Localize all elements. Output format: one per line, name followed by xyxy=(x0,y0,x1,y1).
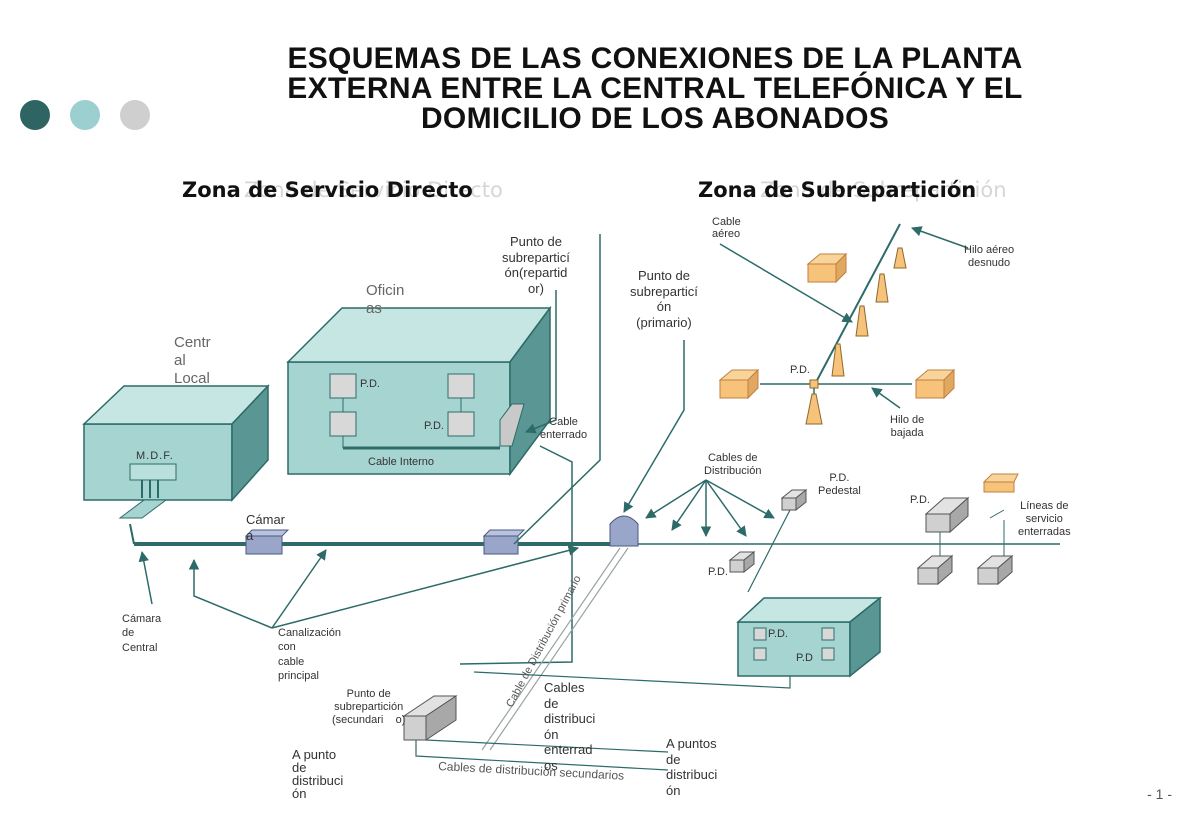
camara-central-label: Cámara de Central xyxy=(122,613,162,654)
title-line-2: EXTERNA ENTRE LA CENTRAL TELEFÓNICA Y EL xyxy=(287,72,1023,105)
section-direct-ghost: Zona de Servicio Directo xyxy=(244,178,503,202)
pd-label-office-2: P.D. xyxy=(424,420,444,432)
pd-right xyxy=(916,496,1014,586)
camara-1 xyxy=(244,529,290,555)
cable-aereo-label: Cable aéreo xyxy=(712,216,741,241)
edificio-box xyxy=(736,596,883,678)
cables-distribucion-label: Cables de Distribución xyxy=(704,452,762,478)
aerial-network xyxy=(719,223,969,425)
pd-label-right: P.D. xyxy=(910,494,930,506)
cable-interno-label: Cable Interno xyxy=(368,456,435,468)
a-punto-left-label: A punto de distribuci ón xyxy=(292,747,344,801)
page-number: - 1 - xyxy=(1147,786,1172,802)
central-local-label: Centr al Local xyxy=(174,334,211,387)
punto-secundario-label: Punto de subrepartición (secundari o) xyxy=(332,688,406,727)
cables-dist-enterrados-label: Cables de distribuci ón enterrad os xyxy=(544,680,596,773)
a-puntos-right-label: A puntos de distribuci ón xyxy=(666,736,718,798)
pd-label-building-1: P.D. xyxy=(768,628,788,640)
house-aerial-2 xyxy=(718,368,760,400)
camara-2 xyxy=(482,529,526,555)
punto-primario-cabinet xyxy=(609,515,639,547)
hilo-bajada-label: Hilo de bajada xyxy=(890,414,925,440)
lineas-servicio-label: Líneas de servicio enterradas xyxy=(1018,500,1071,539)
pd-label-pedestal-2: P.D. xyxy=(708,566,728,578)
pd-label-office-1: P.D. xyxy=(360,378,380,390)
pd-label-building-2: P.D xyxy=(796,652,813,664)
section-sub-title: Zona de Subrepartición xyxy=(698,178,977,202)
pd-pedestal xyxy=(780,488,808,512)
house-aerial-1 xyxy=(806,252,848,284)
decor-dot-light xyxy=(70,100,100,130)
cable-enterrado-label: Cable enterrado xyxy=(540,416,588,442)
canalizacion-label: Canalización con cable principal xyxy=(278,627,341,682)
mdf-frame xyxy=(118,463,177,519)
camara-label: Cámar a xyxy=(246,512,286,543)
pd-label-aerial: P.D. xyxy=(790,364,810,376)
punto-primario-label: Punto de subreparticí ón (primario) xyxy=(630,268,698,330)
central-local-box xyxy=(82,384,270,502)
oficinas-label: Oficin as xyxy=(366,282,405,317)
section-sub-ghost: Zona de Subrepartición xyxy=(760,178,1007,202)
pd-pedestal-2 xyxy=(728,550,756,574)
page-title: ESQUEMAS DE LAS CONEXIONES DE LA PLANTA … xyxy=(230,44,1080,134)
house-aerial-3 xyxy=(914,368,956,400)
punto-secundario-cabinet xyxy=(402,695,458,741)
pd-pedestal-label: P.D. Pedestal xyxy=(818,472,861,498)
hilo-aereo-label: Hilo aéreo desnudo xyxy=(964,244,1015,270)
title-line-3: DOMICILIO DE LOS ABONADOS xyxy=(420,102,890,135)
decor-dot-dark xyxy=(20,100,50,130)
section-direct-title: Zona de Servicio Directo xyxy=(182,178,473,202)
house-right-lower xyxy=(982,473,1019,493)
punto-repartidor-label: Punto de subreparticí ón(repartid or) xyxy=(502,234,570,296)
decor-dot-gray xyxy=(120,100,150,130)
title-line-1: ESQUEMAS DE LAS CONEXIONES DE LA PLANTA xyxy=(287,42,1023,75)
mdf-label: M.D.F. xyxy=(136,450,174,462)
cables-distribucion-arrows xyxy=(645,479,791,593)
oficinas-box xyxy=(286,305,552,477)
